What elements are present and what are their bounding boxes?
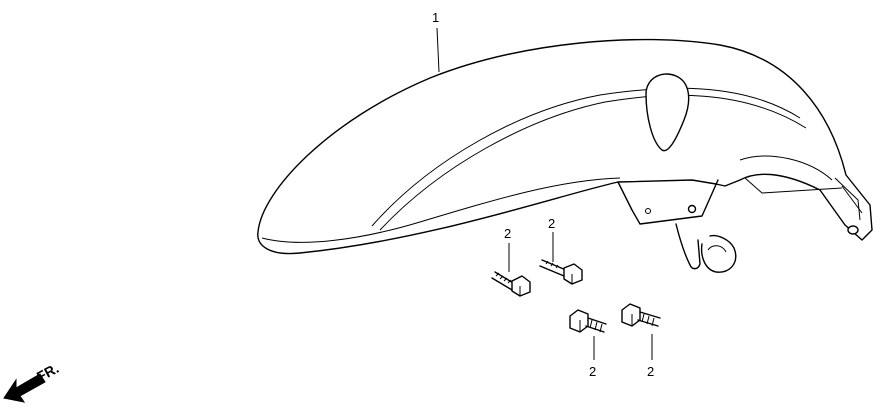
callout-bolt-a: 2: [504, 226, 511, 241]
callout-bolt-c: 2: [589, 364, 596, 379]
callout-bolt-b: 2: [548, 216, 555, 231]
front-fender: [257, 27, 873, 273]
bolt-d: [621, 303, 661, 360]
front-direction-arrow-icon: [3, 373, 46, 403]
callout-fender: 1: [432, 10, 439, 25]
callout-bolt-d: 2: [647, 364, 654, 379]
bolt-c: [569, 309, 607, 360]
bolt-b: [539, 232, 583, 285]
bolt-a: [491, 243, 531, 297]
